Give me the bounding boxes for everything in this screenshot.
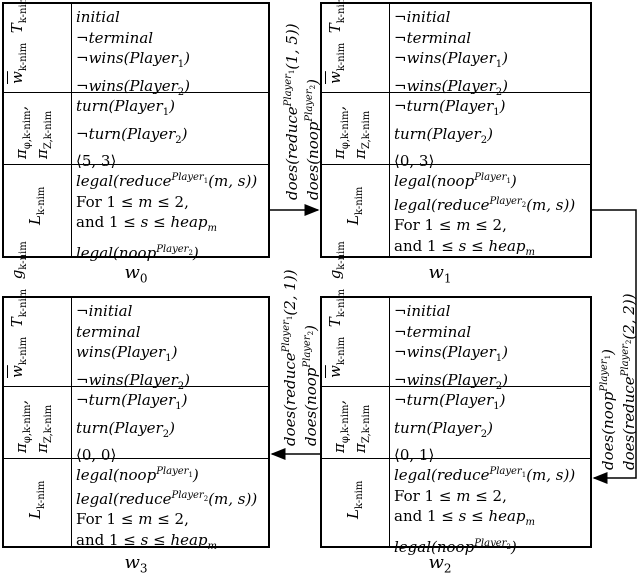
action-line: does(reducePlayer1(2, 1))	[281, 269, 299, 446]
legal-line: and 1 ≤ s ≤ heapm	[76, 213, 218, 234]
turn-line: ¬turn(Player1)	[394, 97, 506, 118]
turn-line: turn(Player1)	[76, 97, 175, 118]
legal-line: and 1 ≤ s ≤ heapm	[76, 530, 218, 552]
legal-section: Lk-nim legal(noopPlayer1) legal(reducePl…	[322, 164, 590, 258]
turn-line: ¬turn(Player1)	[76, 391, 188, 412]
state-w3: wk-nim Tk-nim gk-nim ¬initial terminal w…	[2, 241, 270, 552]
legal-section: Lk-nim legal(noopPlayer1) legal(reducePl…	[4, 458, 268, 552]
heap-tuple: ⟨0, 3⟩	[394, 152, 435, 170]
turns-section: πφ,k-nim,πZ,k-nim ¬turn(Player1) turn(Pl…	[4, 386, 268, 464]
fluent-line: ¬terminal	[394, 322, 472, 341]
legal-line: legal(noopPlayer1)	[394, 172, 517, 190]
turn-line: turn(Player2)	[394, 124, 493, 146]
legal-line: legal(noopPlayer1)	[76, 466, 199, 484]
action-line: does(noopPlayer2)	[304, 79, 322, 200]
heap-tuple: ⟨5, 3⟩	[76, 152, 117, 170]
legal-line: legal(reducePlayer2(m, s))	[76, 489, 258, 508]
legal-line: legal(reducePlayer1(m, s))	[76, 172, 258, 190]
action-line: does(reducePlayer2(2, 2))	[620, 293, 638, 470]
fluent-line: initial	[76, 8, 120, 26]
legal-line: legal(noopPlayer2)	[394, 537, 517, 556]
transition-label-w1-w2: does(noopPlayer1) does(reducePlayer2(2, …	[596, 293, 638, 470]
transition-label-w2-w3: does(reducePlayer1(2, 1)) does(noopPlaye…	[278, 269, 320, 446]
turn-line: ¬turn(Player2)	[76, 124, 188, 146]
turn-line: turn(Player2)	[76, 418, 175, 440]
legal-line: legal(reducePlayer1(m, s))	[394, 466, 576, 484]
fluent-line: terminal	[76, 322, 141, 341]
legal-line: legal(noopPlayer2)	[76, 243, 199, 262]
fluent-line: wins(Player1)	[76, 343, 178, 364]
state-label-w2: w2	[428, 552, 452, 576]
action-line: does(noopPlayer1)	[599, 349, 617, 470]
turns-section: πφ,k-nim,πZ,k-nim turn(Player1) ¬turn(Pl…	[4, 92, 268, 170]
fluents-section: wk-nim Tk-nim gk-nim ¬initial ¬terminal …	[322, 0, 590, 98]
transition-label-w0-w1: does(reducePlayer1(1, 5)) does(noopPlaye…	[280, 23, 322, 200]
legal-section: Lk-nim legal(reducePlayer1(m, s)) For 1 …	[322, 458, 590, 556]
legal-section: Lk-nim legal(reducePlayer1(m, s)) For 1 …	[4, 164, 268, 262]
action-line: does(noopPlayer2)	[302, 325, 320, 446]
state-w2: wk-nim Tk-nim gk-nim ¬initial ¬terminal …	[320, 241, 592, 556]
state-label-w0: w0	[124, 262, 148, 286]
turns-section: πφ,k-nim,πZ,k-nim ¬turn(Player1) turn(Pl…	[322, 386, 590, 464]
heap-tuple: ⟨0, 0⟩	[76, 446, 117, 464]
fluent-line: ¬wins(Player1)	[76, 49, 191, 70]
fluent-line: ¬terminal	[76, 28, 154, 47]
state-w0: wk-nim Tk-nim gk-nim initial ¬terminal ¬…	[2, 0, 270, 262]
turn-line: ¬turn(Player1)	[394, 391, 506, 412]
legal-line: and 1 ≤ s ≤ heapm	[394, 507, 536, 528]
legal-line: For 1 ≤ m ≤ 2,	[394, 216, 507, 234]
legal-line: legal(reducePlayer2(m, s))	[394, 195, 576, 214]
fluent-line: ¬terminal	[394, 28, 472, 47]
state-label-w3: w3	[124, 552, 148, 576]
turns-section: πφ,k-nim,πZ,k-nim ¬turn(Player1) turn(Pl…	[322, 92, 590, 170]
legal-line: and 1 ≤ s ≤ heapm	[394, 236, 536, 258]
fluents-section: wk-nim Tk-nim gk-nim initial ¬terminal ¬…	[4, 0, 268, 98]
heap-tuple: ⟨0, 1⟩	[394, 446, 435, 464]
state-w1: wk-nim Tk-nim gk-nim ¬initial ¬terminal …	[320, 0, 592, 258]
fluent-line: ¬initial	[76, 302, 133, 320]
fluents-section: wk-nim Tk-nim gk-nim ¬initial terminal w…	[4, 241, 268, 391]
legal-line: For 1 ≤ m ≤ 2,	[76, 510, 189, 528]
action-line: does(reducePlayer1(1, 5))	[283, 23, 301, 200]
turn-line: turn(Player2)	[394, 418, 493, 440]
fluent-line: ¬wins(Player1)	[394, 343, 509, 364]
fluent-line: ¬initial	[394, 302, 451, 320]
fluents-section: wk-nim Tk-nim gk-nim ¬initial ¬terminal …	[322, 241, 590, 391]
legal-line: For 1 ≤ m ≤ 2,	[394, 486, 507, 505]
legal-line: For 1 ≤ m ≤ 2,	[76, 192, 189, 211]
arrow-w1-w2	[592, 209, 637, 484]
state-label-w1: w1	[428, 262, 452, 286]
fluent-line: ¬initial	[394, 8, 451, 26]
fluent-line: ¬wins(Player1)	[394, 49, 509, 70]
